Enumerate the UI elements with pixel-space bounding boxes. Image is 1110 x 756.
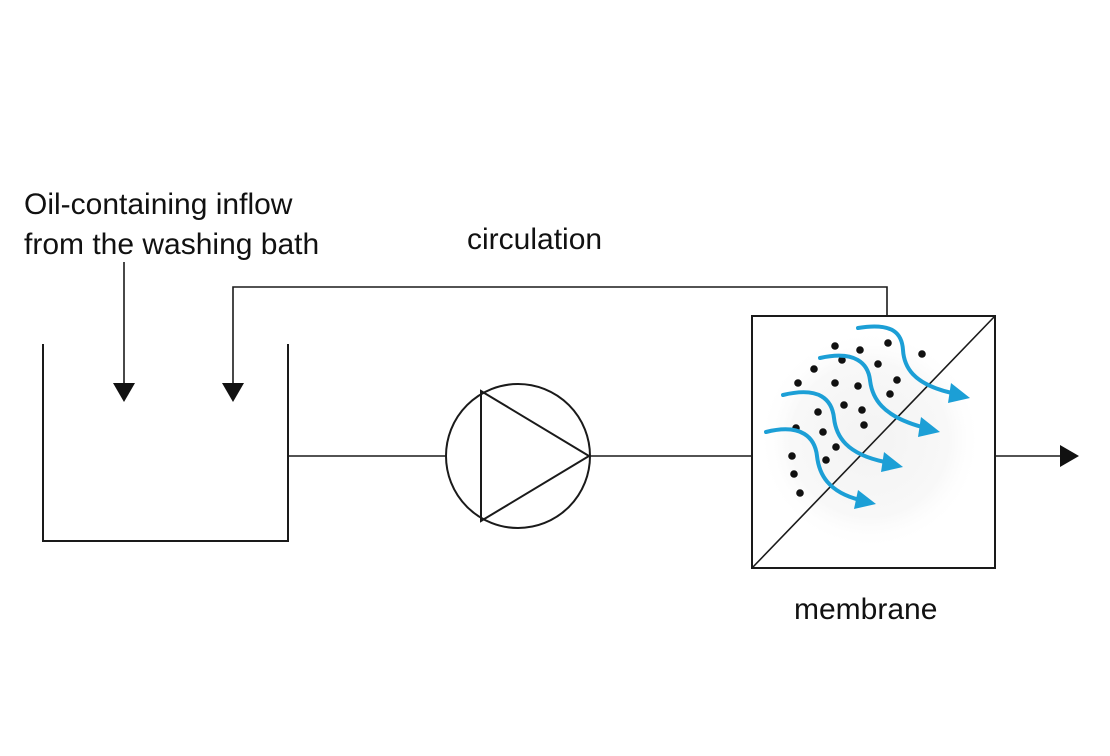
outlet-arrow <box>995 445 1079 467</box>
membrane-label: membrane <box>794 593 937 626</box>
inflow-label-line2: from the washing bath <box>24 228 319 261</box>
inflow-arrow <box>113 262 135 402</box>
inflow-label-line1: Oil-containing inflow <box>24 188 293 221</box>
circulation-return-line <box>222 286 888 402</box>
pump-symbol-icon <box>445 383 591 529</box>
washing-bath-tank <box>42 344 289 542</box>
circulation-label: circulation <box>467 223 602 256</box>
membrane-filter-icon <box>751 315 996 569</box>
flow-wave-arrow-icon <box>764 324 954 502</box>
